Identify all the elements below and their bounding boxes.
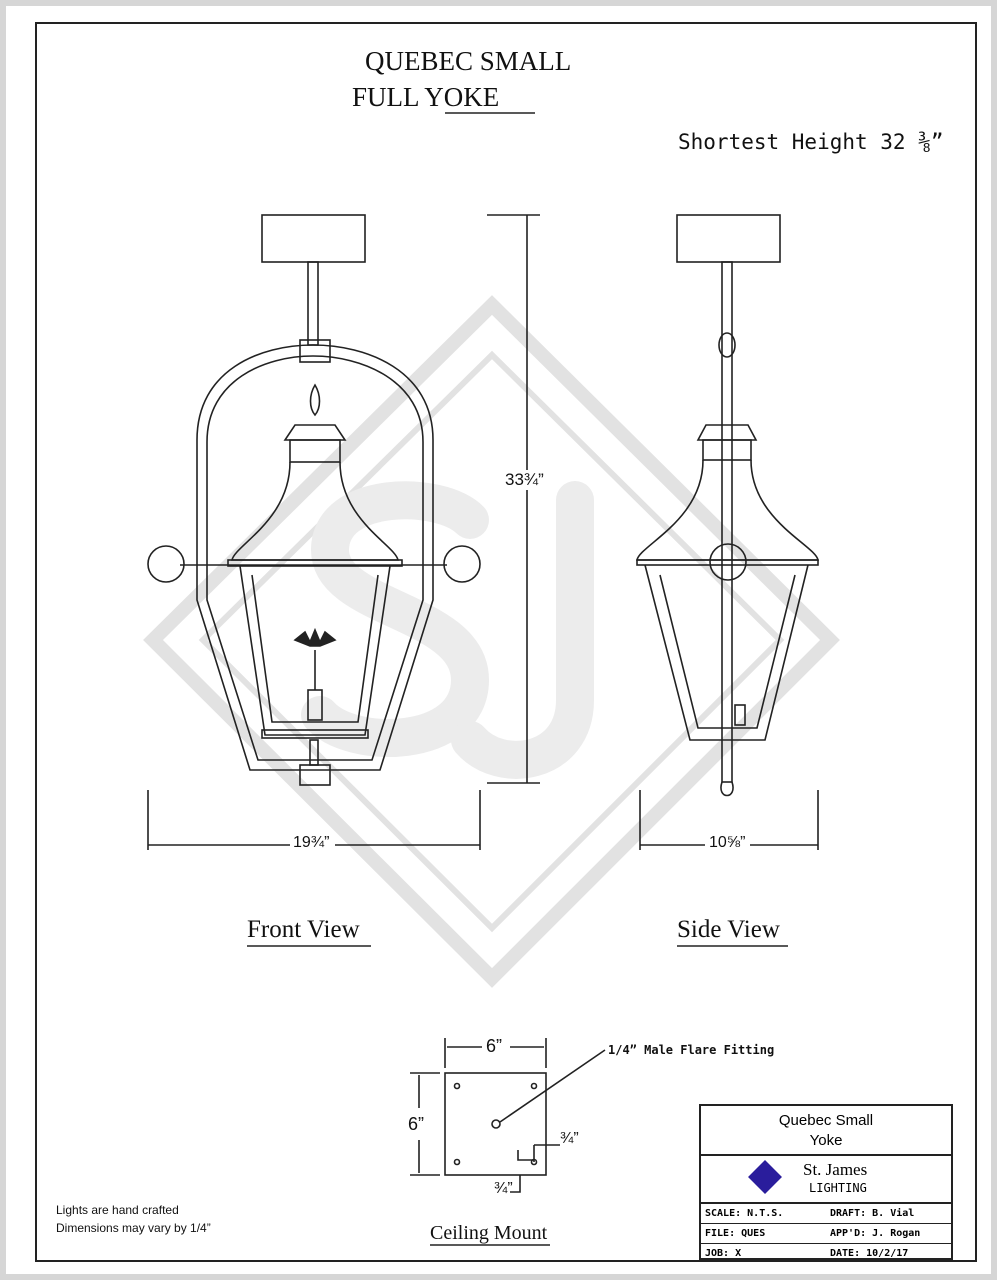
shortest-height-note: Shortest Height 32 ⅜” — [678, 130, 944, 154]
side-width-dimension: 10⅝” — [709, 834, 746, 851]
drawing-title-line1: QUEBEC SMALL — [365, 46, 572, 76]
note-dimensions: Dimensions may vary by 1/4” — [56, 1221, 211, 1235]
title-block-row: JOB: X DATE: 10/2/17 — [701, 1244, 951, 1263]
field-label: DRAFT: — [830, 1208, 867, 1219]
field-value: J. Rogan — [872, 1228, 921, 1239]
mount-offset-right: ¾” — [560, 1130, 579, 1147]
side-view-label: Side View — [677, 916, 780, 943]
fitting-note: 1/4” Male Flare Fitting — [608, 1043, 775, 1057]
title-block-product: Quebec Small Yoke — [701, 1106, 951, 1156]
title-block: Quebec Small Yoke St. James LIGHTING SCA… — [699, 1104, 953, 1260]
field-label: SCALE: — [705, 1208, 742, 1219]
field-label: APP'D: — [830, 1228, 867, 1239]
side-view-drawing — [636, 214, 819, 850]
front-view-drawing — [147, 214, 540, 850]
title-block-row: SCALE: N.T.S. DRAFT: B. Vial — [701, 1204, 951, 1224]
company-sub: LIGHTING — [809, 1181, 867, 1195]
ceiling-mount-label: Ceiling Mount — [430, 1222, 548, 1244]
mount-offset-bottom: ¾” — [494, 1180, 513, 1197]
watermark-diamond — [143, 295, 840, 988]
field-label: FILE: — [705, 1228, 736, 1239]
drawing-border — [35, 22, 977, 1262]
mount-height-dimension: 6” — [408, 1114, 425, 1134]
front-height-dimension: 33¾” — [505, 470, 544, 490]
field-value: B. Vial — [872, 1208, 915, 1219]
field-value: QUES — [741, 1228, 766, 1239]
field-value: 10/2/17 — [866, 1248, 909, 1259]
mount-width-dimension: 6” — [486, 1036, 503, 1056]
field-label: JOB: — [705, 1248, 730, 1259]
ceiling-mount-drawing — [410, 1038, 606, 1193]
field-label: DATE: — [830, 1248, 861, 1259]
front-view-label: Front View — [247, 916, 360, 943]
product-name: Quebec Small — [778, 1112, 874, 1129]
company-logo — [748, 1160, 782, 1194]
watermark-letters — [301, 481, 594, 779]
title-block-row: FILE: QUES APP'D: J. Rogan — [701, 1224, 951, 1244]
drawing-title-line2: FULL YOKE — [352, 82, 499, 113]
company-name: St. James — [803, 1160, 868, 1179]
title-block-company: St. James LIGHTING — [701, 1156, 951, 1204]
note-hand-crafted: Lights are hand crafted — [56, 1203, 179, 1217]
title-yoke: YOKE — [424, 82, 500, 112]
product-variant: Yoke — [809, 1132, 843, 1149]
title-prefix: FULL — [352, 82, 425, 112]
front-width-dimension: 19¾” — [293, 834, 330, 851]
field-value: N.T.S. — [747, 1208, 784, 1219]
field-value: X — [735, 1248, 742, 1259]
